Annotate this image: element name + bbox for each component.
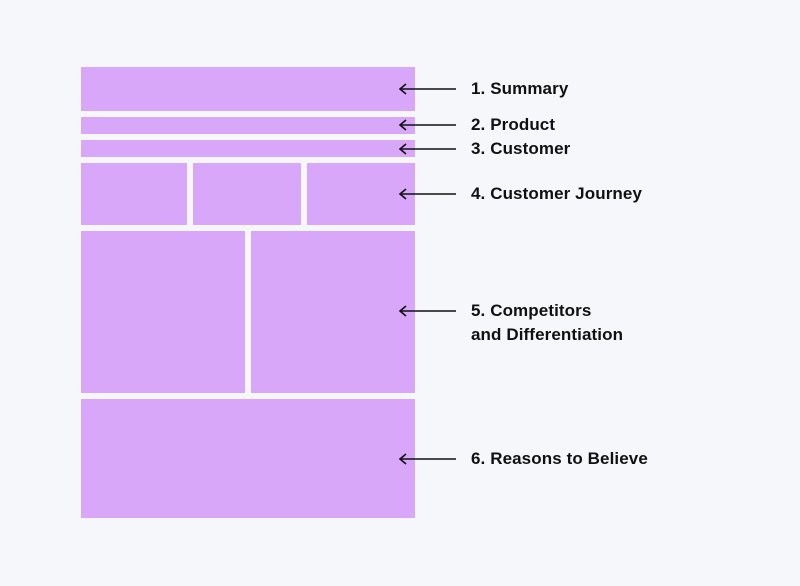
differentiation-block-right [251,231,415,393]
arrow-left-icon [398,187,458,201]
arrow-left-icon [398,118,458,132]
label-competitors-line2: and Differentiation [471,325,624,344]
customer-journey-block-3 [307,163,415,225]
customer-block [81,140,415,157]
summary-block [81,67,415,111]
label-competitors-line1: 5. Competitors [471,301,592,320]
label-summary: 1. Summary [471,79,569,98]
product-block [81,117,415,134]
arrow-left-icon [398,452,458,466]
customer-journey-block-2 [193,163,301,225]
competitors-block-left [81,231,245,393]
arrow-left-icon [398,142,458,156]
arrow-left-icon [398,304,458,318]
label-customer: 3. Customer [471,139,571,158]
label-reasons-to-believe: 6. Reasons to Believe [471,449,648,468]
arrow-left-icon [398,82,458,96]
reasons-to-believe-block [81,399,415,518]
customer-journey-block-1 [81,163,187,225]
label-product: 2. Product [471,115,556,134]
label-customer-journey: 4. Customer Journey [471,184,643,203]
